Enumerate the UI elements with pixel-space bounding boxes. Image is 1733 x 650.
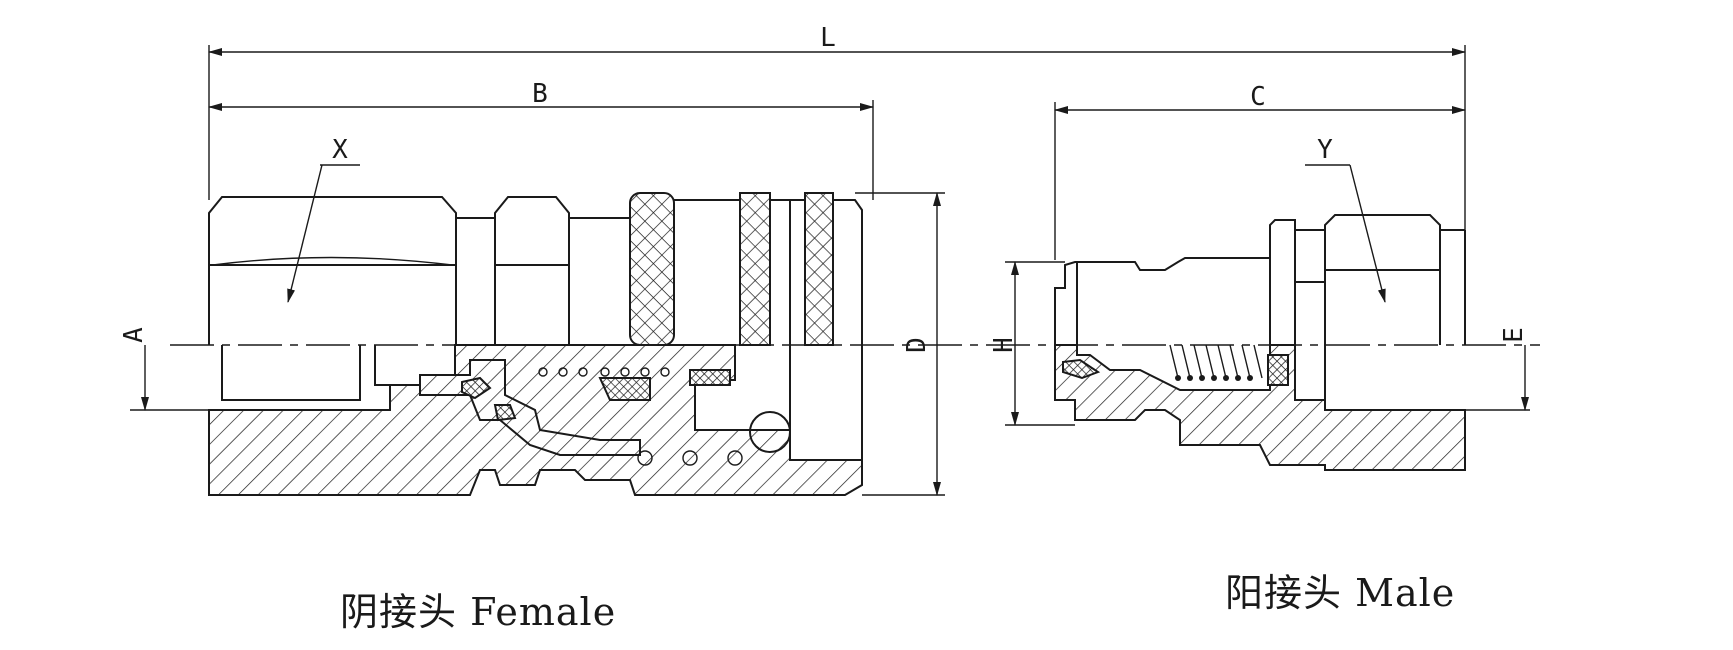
- locking-ball: [749, 411, 791, 453]
- label-A: A: [119, 327, 149, 343]
- male-spring: [1169, 344, 1263, 381]
- label-X: X: [332, 135, 348, 165]
- female-coupling: [208, 192, 863, 496]
- label-E: E: [1499, 327, 1529, 343]
- caption-female: 阴接头 Female: [340, 590, 616, 634]
- label-B: B: [532, 79, 548, 109]
- dimension-B: B: [208, 79, 874, 200]
- male-seal: [1062, 358, 1101, 380]
- male-coupling: [1054, 214, 1466, 471]
- label-X-leader: X: [287, 135, 360, 303]
- dimension-L: L: [208, 23, 1466, 232]
- dimension-E: E: [1465, 327, 1530, 411]
- dimension-D: D: [855, 192, 945, 496]
- caption-male: 阳接头 Male: [1225, 571, 1455, 615]
- dimension-C: C: [1054, 82, 1466, 260]
- spring: [538, 367, 743, 466]
- dimension-A: A: [119, 327, 209, 411]
- label-L: L: [820, 23, 836, 53]
- label-Y: Y: [1317, 135, 1333, 165]
- label-D: D: [902, 337, 932, 353]
- label-Y-leader: Y: [1305, 135, 1386, 303]
- label-C: C: [1250, 82, 1266, 112]
